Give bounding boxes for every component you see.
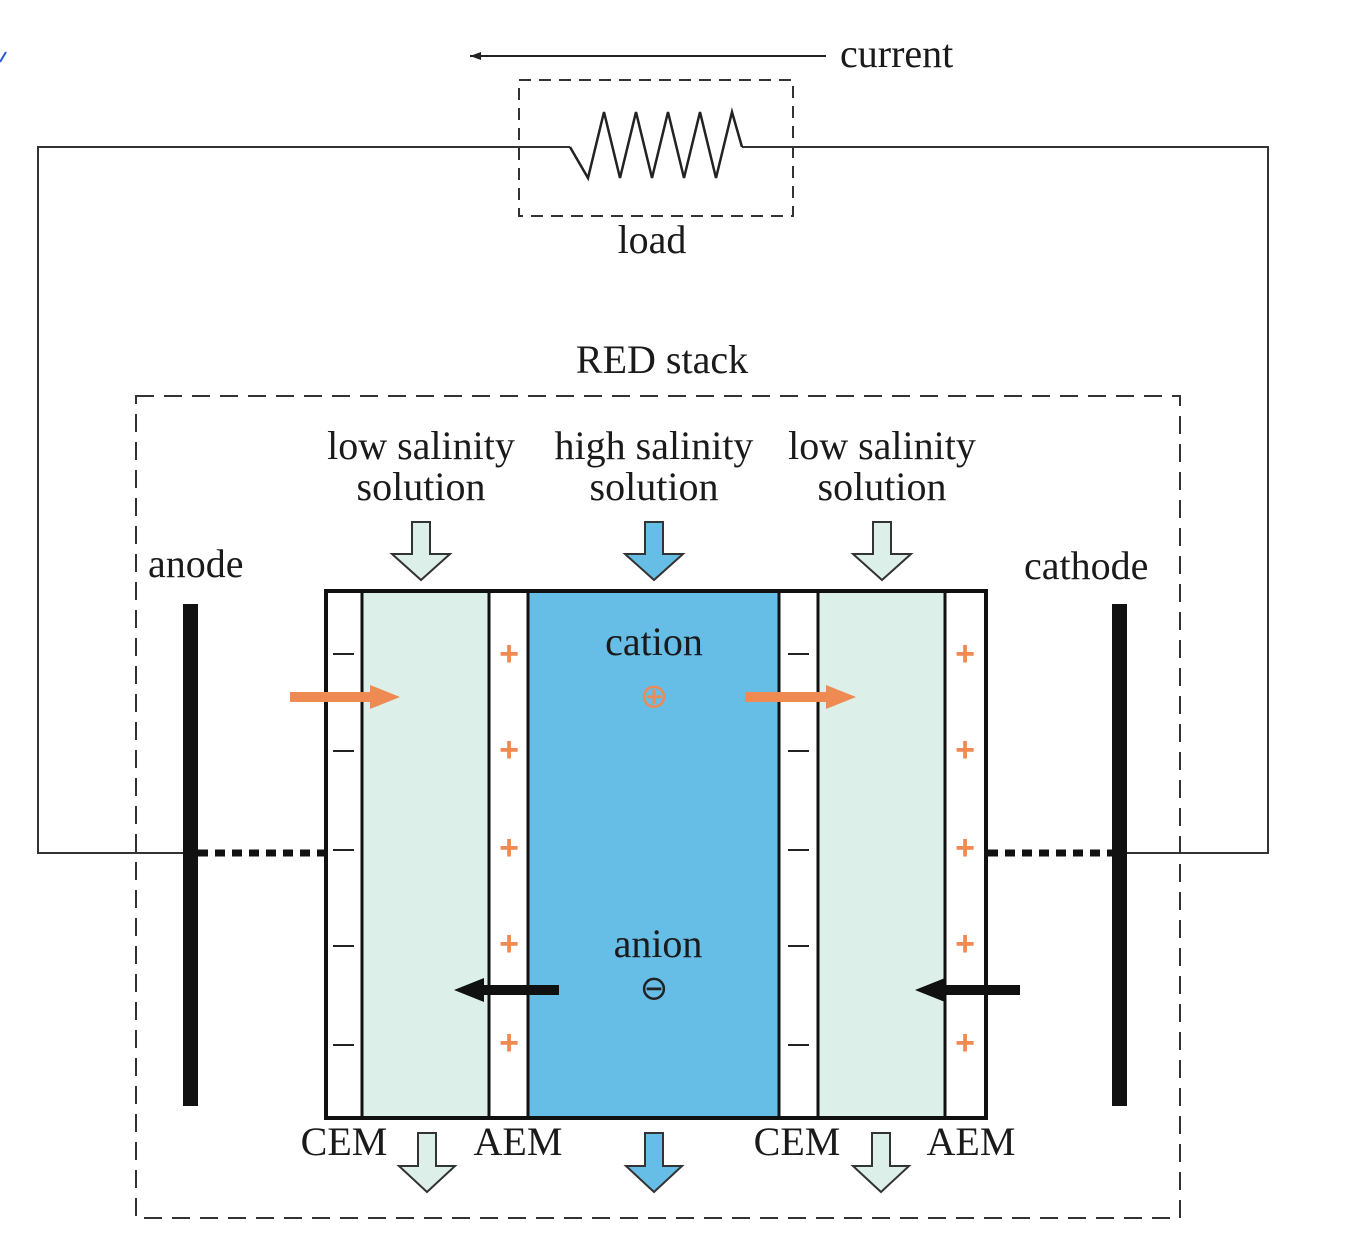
solution-label-left: solution <box>357 464 486 509</box>
svg-text:+: + <box>499 925 519 963</box>
cem-charges-left <box>333 653 354 1046</box>
cem-membrane-left <box>324 589 364 1120</box>
aem-charges-left: + + + + + <box>499 635 519 1062</box>
inlet-arrow-middle <box>622 521 686 582</box>
load-label: load <box>618 217 687 262</box>
high-salinity-compartment <box>528 591 779 1118</box>
stack-outline <box>324 589 988 1120</box>
svg-text:+: + <box>499 1024 519 1062</box>
edge-mark <box>0 51 7 63</box>
svg-text:+: + <box>955 731 975 769</box>
cathode-electrode <box>1112 604 1127 1106</box>
circuit-wire-right <box>742 146 1269 854</box>
outlet-arrow-left <box>396 1132 458 1194</box>
svg-text:+: + <box>955 925 975 963</box>
aem-label-right: AEM <box>927 1119 1016 1164</box>
current-label: current <box>840 31 953 76</box>
cation-symbol: ⊕ <box>640 677 669 717</box>
aem-membrane-right <box>943 589 988 1120</box>
anode-label: anode <box>148 541 244 586</box>
circuit-wire-left <box>37 146 570 854</box>
low-salinity-label-right: low salinity <box>788 423 976 468</box>
anion-label: anion <box>614 921 703 966</box>
cation-label: cation <box>605 619 703 664</box>
cathode-label: cathode <box>1024 543 1148 588</box>
anion-symbol: ⊖ <box>640 969 669 1009</box>
solution-label-right: solution <box>818 464 947 509</box>
svg-text:+: + <box>955 635 975 673</box>
inlet-arrow-right <box>850 521 914 582</box>
anode-electrode <box>183 604 198 1106</box>
solution-label-middle: solution <box>590 464 719 509</box>
svg-text:+: + <box>499 635 519 673</box>
anion-flux-arrow-left <box>454 978 559 1002</box>
resistor-symbol <box>568 107 744 182</box>
outlet-arrow-middle <box>623 1132 685 1194</box>
high-salinity-label: high salinity <box>555 423 754 468</box>
outlet-arrow-right <box>850 1132 912 1194</box>
cem-label-right: CEM <box>754 1119 841 1164</box>
cem-membrane-right <box>777 589 820 1120</box>
cem-charges-right <box>788 653 809 1046</box>
aem-charges-right: + + + + + <box>955 635 975 1062</box>
low-salinity-label-left: low salinity <box>327 423 515 468</box>
red-stack-label: RED stack <box>576 337 748 382</box>
low-salinity-compartment-left <box>362 591 489 1118</box>
load-box <box>518 79 794 217</box>
red-stack-box <box>135 395 1181 1219</box>
svg-text:+: + <box>955 1024 975 1062</box>
cation-flux-arrow-left <box>290 685 400 709</box>
inlet-arrow-left <box>389 521 453 582</box>
anion-flux-arrow-right <box>915 978 1020 1002</box>
aem-label-left: AEM <box>474 1119 563 1164</box>
svg-text:+: + <box>499 731 519 769</box>
cation-flux-arrow-right <box>745 685 856 709</box>
cem-label-left: CEM <box>301 1119 388 1164</box>
svg-text:+: + <box>499 829 519 867</box>
svg-text:+: + <box>955 829 975 867</box>
low-salinity-compartment-right <box>818 591 945 1118</box>
